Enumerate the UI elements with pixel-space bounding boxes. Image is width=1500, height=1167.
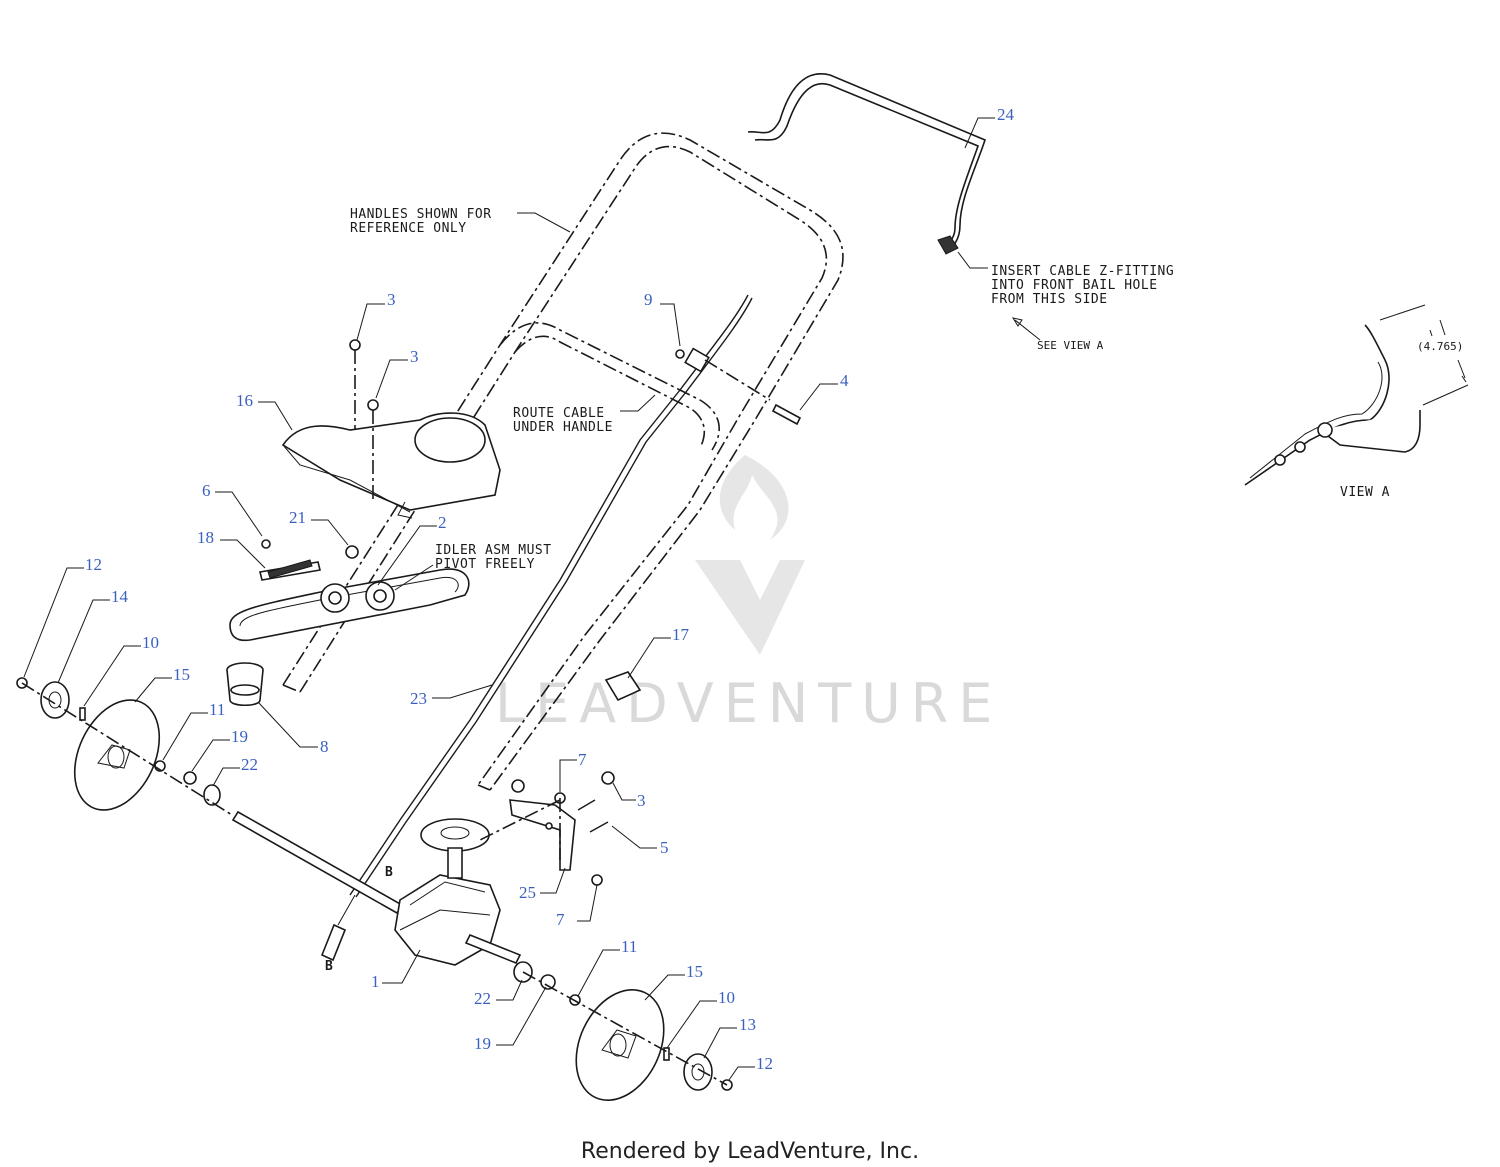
callout-9: 9	[644, 290, 653, 309]
callout-11-left: 11	[209, 700, 225, 719]
callout-15-right: 15	[686, 962, 703, 981]
callout-6: 6	[202, 481, 211, 500]
belt-cover	[281, 412, 501, 519]
callout-7-bottom: 7	[556, 910, 565, 929]
callout-25: 25	[519, 883, 536, 902]
callout-5: 5	[660, 838, 669, 857]
note-insert-line1: INSERT CABLE Z-FITTING	[991, 264, 1174, 279]
callout-22-right: 22	[474, 989, 491, 1008]
callout-1: 1	[371, 972, 380, 991]
callout-4: 4	[840, 371, 849, 390]
callout-8: 8	[320, 737, 329, 756]
note-insert-line3: FROM THIS SIDE	[991, 292, 1108, 307]
callout-21: 21	[289, 508, 306, 527]
note-handles-line1: HANDLES SHOWN FOR	[350, 207, 492, 222]
note-route-line1: ROUTE CABLE	[513, 406, 605, 421]
callout-13: 13	[739, 1015, 756, 1034]
callout-2: 2	[438, 513, 447, 532]
view-a-dimension: (4.765)	[1417, 340, 1463, 353]
bushing	[226, 662, 264, 707]
note-see-view: SEE VIEW A	[1037, 339, 1104, 352]
axle-shaft	[231, 810, 404, 915]
callout-3-b: 3	[410, 347, 419, 366]
callout-23: 23	[410, 689, 427, 708]
cable-end-label-top: B	[385, 865, 393, 880]
callout-12-right: 12	[756, 1054, 773, 1073]
callout-19-left: 19	[231, 727, 248, 746]
callout-7-top: 7	[578, 750, 587, 769]
callout-10-right: 10	[718, 988, 735, 1007]
callouts: 24 3 3 9 16 4 6 21 2 18 12 14 10 15 17 1…	[23, 105, 1015, 1081]
small-parts	[261, 339, 802, 702]
idler-assembly	[229, 561, 470, 642]
note-route-line2: UNDER HANDLE	[513, 420, 613, 435]
view-a-detail: (4.765) VIEW A	[1244, 304, 1469, 500]
mounting-bracket	[509, 771, 615, 886]
right-wheel-stack	[513, 961, 733, 1102]
note-idler-line2: PIVOT FREELY	[435, 557, 535, 572]
footer-credit: Rendered by LeadVenture, Inc.	[581, 1139, 919, 1164]
watermark-text: LEADVENTURE	[495, 672, 1002, 735]
control-cable	[320, 294, 753, 962]
control-bail	[747, 73, 986, 255]
handle-frame	[282, 132, 844, 791]
callout-24: 24	[997, 105, 1015, 124]
callout-10-left: 10	[142, 633, 159, 652]
callout-3-c: 3	[637, 791, 646, 810]
cable-end-label-bottom: B	[325, 959, 333, 974]
note-insert-line2: INTO FRONT BAIL HOLE	[991, 278, 1158, 293]
transmission	[394, 818, 522, 966]
callout-22-left: 22	[241, 755, 258, 774]
view-a-label: VIEW A	[1340, 485, 1390, 500]
note-idler-line1: IDLER ASM MUST	[435, 543, 552, 558]
notes: HANDLES SHOWN FOR REFERENCE ONLY ROUTE C…	[325, 207, 1174, 974]
callout-14: 14	[111, 587, 129, 606]
callout-15-left: 15	[173, 665, 190, 684]
note-handles-line2: REFERENCE ONLY	[350, 221, 467, 236]
callout-17: 17	[672, 625, 690, 644]
callout-3-a: 3	[387, 290, 396, 309]
watermark: LEADVENTURE	[495, 455, 1002, 735]
callout-11-right: 11	[621, 937, 637, 956]
callout-18: 18	[197, 528, 214, 547]
callout-19-right: 19	[474, 1034, 491, 1053]
callout-16: 16	[236, 391, 253, 410]
callout-12-left: 12	[85, 555, 102, 574]
alignment-lines	[21, 350, 771, 1086]
